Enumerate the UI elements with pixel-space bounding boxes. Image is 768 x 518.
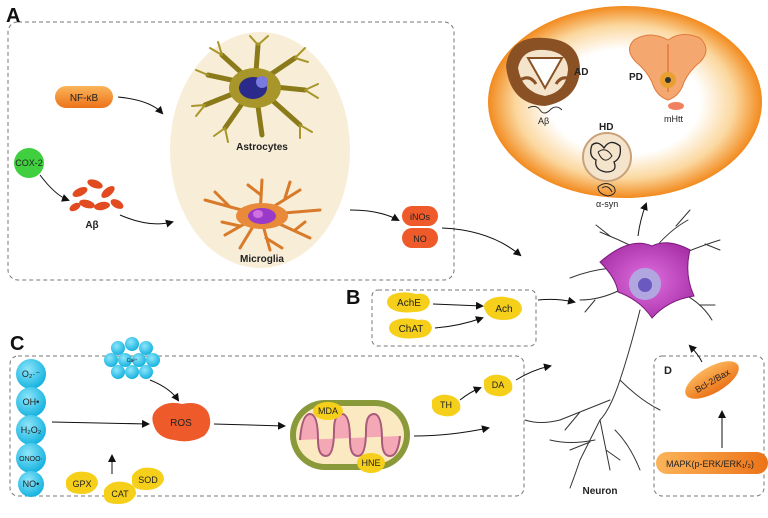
no-label: NO [413,234,427,244]
panel-b-letter: B [346,287,360,309]
pd-brain [629,34,707,110]
hne-label: HNE [361,458,380,468]
microglia-label: Microglia [240,254,284,265]
arrow-microglia-inos [349,209,400,221]
pd-marker-label: mHtt [664,114,683,124]
ad-brain [506,37,580,114]
chat-blob: ChAT [389,318,432,339]
arrow-nfkb-astrocyte [117,96,164,115]
arrow-bcl2-neuron [688,344,703,363]
arrow-abeta-microglia [119,214,174,228]
microglia-cell [203,178,322,252]
gpx-label: GPX [72,479,91,489]
mapk-pill: MAPK(p-ERK/ERK₁/₂) [656,452,768,474]
cox2-circle: COX-2 [14,148,44,178]
radical-superoxide: O₂·⁻ [16,359,46,389]
arrow-ros-mito [213,421,286,430]
panel-c-letter: C [10,333,24,355]
panel-c: C O₂·⁻ OH• H₂O₂ ONOO· NO• [9,333,525,504]
radical-superoxide-label: O₂·⁻ [22,369,40,379]
ad-label: AD [574,67,588,78]
nfkb-label: NF-κB [70,93,99,104]
nfkb-pill: NF-κB [55,86,113,108]
radical-hydroxyl-label: OH• [23,397,40,407]
arrow-ach-neuron [537,296,576,305]
ros-label: ROS [170,418,192,429]
disease-oval: AD Aβ PD mHtt HD α-syn [488,6,762,209]
arrow-chat-ach [434,316,484,329]
calcium-label: Ca²⁺ [127,358,138,364]
panel-d-border [653,355,765,497]
da-blob: DA [484,374,513,397]
arrow-no-neuron [441,227,522,257]
radical-peroxynitrite-label: ONOO· [19,456,43,463]
hd-marker-label: α-syn [596,199,618,209]
hd-brain [582,132,632,197]
radical-peroxide: H₂O₂ [16,415,46,445]
arrow-th-da [459,386,482,401]
panel-b: B AchE ChAT Ach [346,287,537,347]
da-label: DA [492,380,505,390]
panel-d-letter: D [664,365,672,377]
sod-blob: SOD [132,467,164,490]
ache-label: AchE [397,298,421,309]
hne-blob: HNE [357,453,385,473]
arrow-da-neuron [515,363,552,381]
ad-marker-label: Aβ [538,116,549,126]
astrocyte-cell [191,35,319,143]
arrow-ache-ach [432,301,484,310]
th-label: TH [440,400,452,410]
arrow-cox2-abeta [39,174,70,202]
panel-b-border [371,289,537,347]
radical-peroxynitrite: ONOO· [16,443,46,473]
ach-label: Ach [495,304,512,315]
radical-nitric-oxide: NO• [18,471,44,497]
ros-blob: ROS [152,402,211,442]
cox2-label: COX-2 [15,158,43,168]
abeta-cluster [69,179,124,212]
mda-blob: MDA [313,402,343,420]
radical-hydroxyl: OH• [16,387,46,417]
arrow-calcium-ros [149,379,180,402]
abeta-label: Aβ [85,220,98,231]
panel-c-border [9,355,525,497]
astrocytes-label: Astrocytes [236,142,288,153]
cat-blob: CAT [104,481,136,504]
neuron-cell [524,209,721,489]
neuron-label: Neuron [583,486,618,497]
gpx-blob: GPX [66,471,98,494]
cat-label: CAT [111,489,129,499]
panel-a-letter: A [6,5,20,27]
inos-pill: iNOs [402,206,438,226]
hd-label: HD [599,122,613,133]
th-blob: TH [432,394,461,417]
radical-peroxide-label: H₂O₂ [21,425,42,435]
ache-blob: AchE [387,292,430,313]
sod-label: SOD [138,475,158,485]
mda-label: MDA [318,406,338,416]
panel-a: A NF-κB COX-2 Aβ [6,5,455,281]
panel-a-border [7,21,455,281]
mitochondrion [290,400,410,470]
radical-nitric-oxide-label: NO• [23,479,40,489]
radical-column: O₂·⁻ OH• H₂O₂ ONOO· NO• [16,359,46,497]
arrow-mito-neuron [413,425,490,437]
calcium-cluster: Ca²⁺ [104,337,160,379]
mapk-label: MAPK(p-ERK/ERK₁/₂) [666,459,754,469]
inos-label: iNOs [410,212,430,222]
chat-label: ChAT [399,324,424,335]
arrow-radicals-ros [51,419,150,428]
arrow-neuron-disease [637,202,648,237]
pd-label: PD [629,72,643,83]
ach-blob: Ach [484,296,522,320]
panel-d: D Bcl-2/Bax MAPK(p-ERK/ERK₁/₂) [653,355,768,497]
no-pill: NO [402,228,438,248]
bcl2bax-pill: Bcl-2/Bax [685,361,739,399]
